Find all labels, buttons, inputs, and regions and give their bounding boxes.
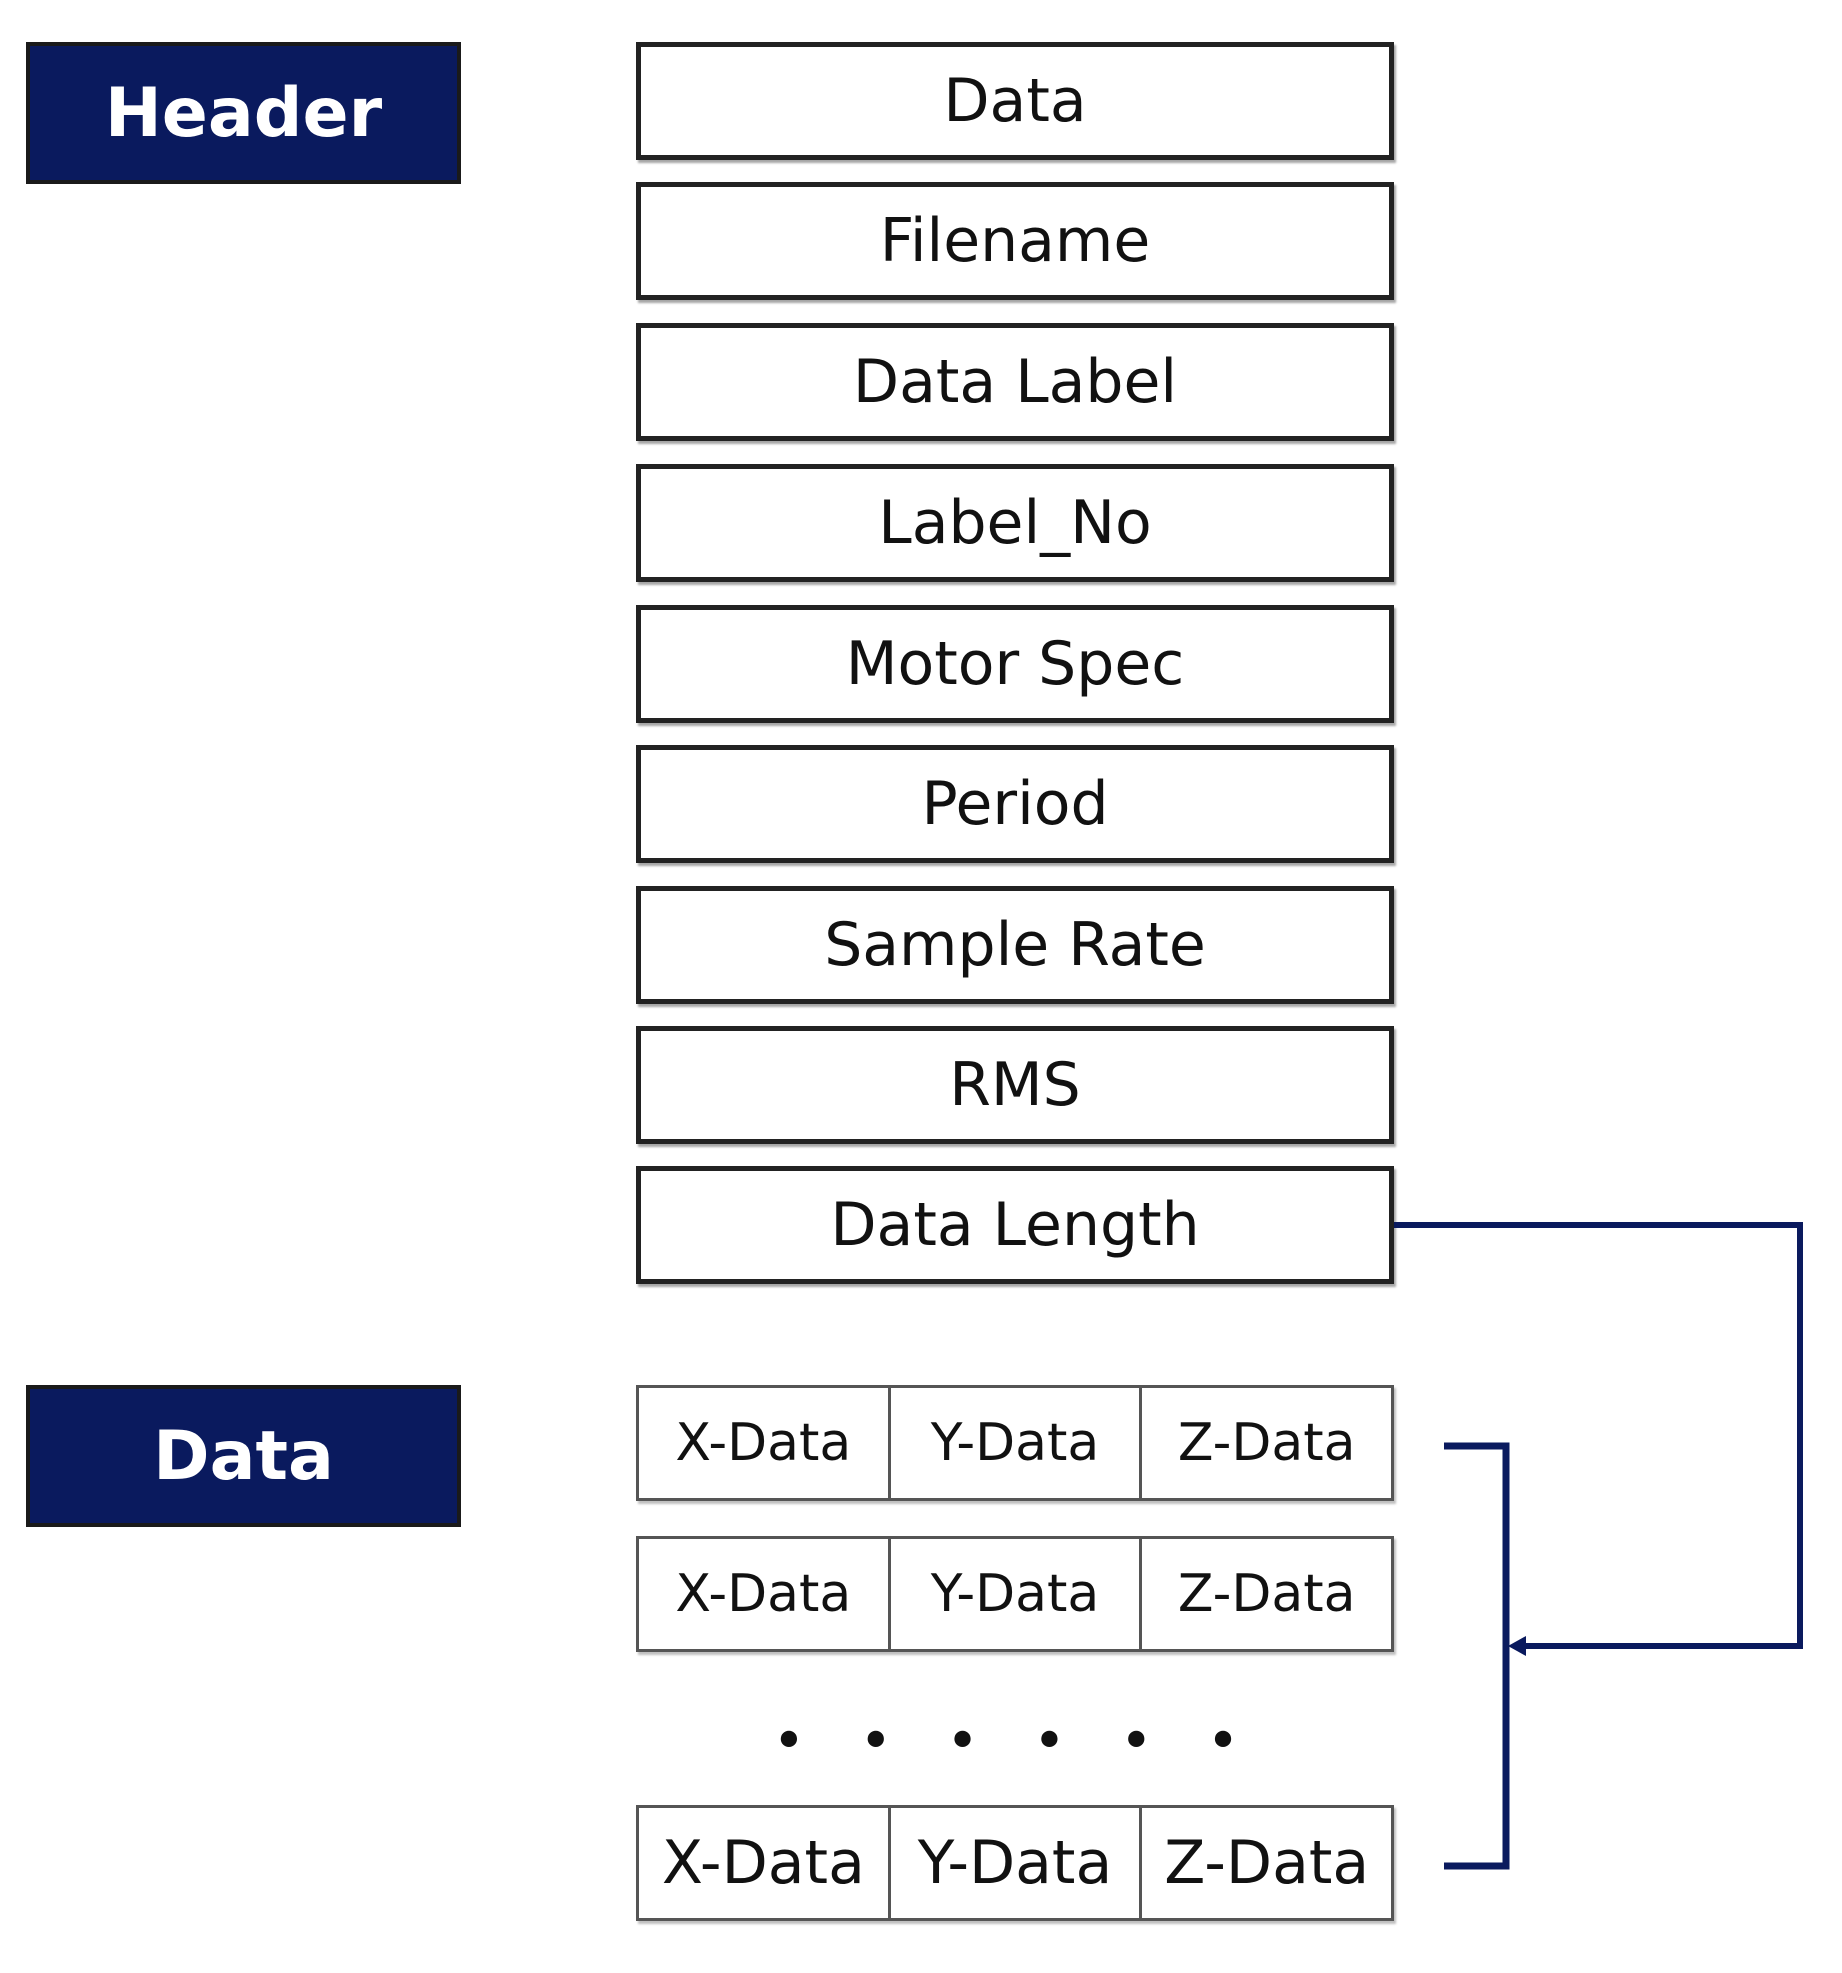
header-field-period: Period <box>636 745 1394 863</box>
data-row: X-Data Y-Data Z-Data <box>636 1805 1394 1921</box>
data-rows-bracket <box>1444 1442 1510 1870</box>
x-data-cell: X-Data <box>639 1388 891 1498</box>
data-row: X-Data Y-Data Z-Data <box>636 1536 1394 1652</box>
y-data-cell: Y-Data <box>891 1539 1143 1649</box>
data-section-label: Data <box>26 1385 461 1527</box>
x-data-cell: X-Data <box>639 1808 891 1918</box>
header-field-data-length: Data Length <box>636 1166 1394 1284</box>
header-field-filename: Filename <box>636 182 1394 300</box>
x-data-cell: X-Data <box>639 1539 891 1649</box>
data-length-connector <box>1394 1222 1803 1649</box>
header-field-data: Data <box>636 42 1394 160</box>
header-field-rms: RMS <box>636 1026 1394 1144</box>
data-row: X-Data Y-Data Z-Data <box>636 1385 1394 1501</box>
z-data-cell: Z-Data <box>1164 1828 1370 1898</box>
header-section-label: Header <box>26 42 461 184</box>
arrowhead-icon <box>1508 1636 1526 1656</box>
header-field-label-no: Label_No <box>636 464 1394 582</box>
ellipsis: • • • • • • <box>772 1709 1258 1774</box>
z-data-cell: Z-Data <box>1177 1564 1356 1624</box>
y-data-cell: Y-Data <box>891 1388 1143 1498</box>
header-field-data-label: Data Label <box>636 323 1394 441</box>
header-field-sample-rate: Sample Rate <box>636 886 1394 1004</box>
header-field-motor-spec: Motor Spec <box>636 605 1394 723</box>
y-data-cell: Y-Data <box>891 1808 1143 1918</box>
z-data-cell: Z-Data <box>1177 1413 1356 1473</box>
